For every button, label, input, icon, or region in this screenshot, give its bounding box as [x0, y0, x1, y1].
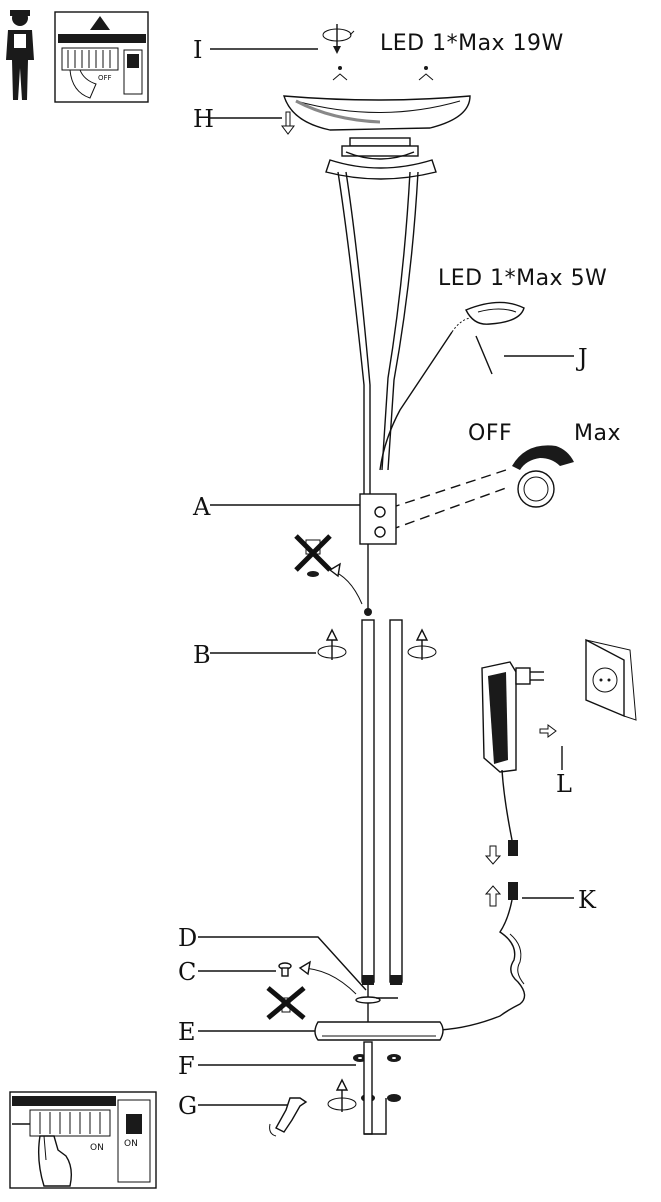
- connector-up-arrow-icon: [484, 885, 502, 907]
- dimmer-knob: [517, 470, 555, 508]
- power-adapter: [481, 661, 544, 773]
- callout-b: B: [193, 641, 211, 669]
- callout-h: H: [193, 105, 214, 133]
- callout-l: L: [556, 770, 572, 798]
- callout-d: D: [178, 924, 197, 952]
- wall-socket: [585, 638, 637, 721]
- mounting-bolt: [363, 1041, 387, 1135]
- rotate-arrow-icon-right: [407, 628, 437, 660]
- reading-arm: [379, 301, 525, 471]
- reading-light-spec: LED 1*Max 5W: [438, 266, 607, 291]
- pole-tube-1: [361, 619, 375, 985]
- callout-k: K: [578, 886, 597, 914]
- tighten-rotate-icon: [327, 1078, 357, 1112]
- pole-tube-2: [389, 619, 403, 985]
- washer-icons: [353, 1054, 401, 1102]
- dimmer-off-label: OFF: [468, 421, 512, 446]
- removal-arrow-icon: [328, 562, 363, 605]
- coiled-cable: [439, 899, 526, 1031]
- breaker-off-text: OFF: [98, 74, 112, 82]
- breaker-off-panel: OFF: [54, 11, 149, 103]
- right-arrow-icon: [539, 724, 557, 738]
- base-stem: [355, 985, 398, 1022]
- upper-frame: [337, 171, 419, 495]
- dimmer-max-label: Max: [574, 421, 621, 446]
- screw-removal-arrow-icon: [298, 960, 357, 995]
- down-arrow-icon: [281, 111, 295, 135]
- screw-rotate-icon: [322, 24, 355, 54]
- adapter-cable: [501, 769, 518, 856]
- small-screw-icon: [278, 962, 292, 977]
- callout-c: C: [178, 958, 196, 986]
- lamp-connector: [508, 882, 518, 900]
- crossed-nut-icon: [294, 534, 332, 577]
- breaker-on-panel: ON ON: [9, 1091, 157, 1189]
- callout-a: A: [192, 493, 211, 521]
- breaker-on-switch-text: ON: [124, 1139, 138, 1149]
- callout-j: J: [575, 344, 588, 372]
- lamp-base: [314, 1021, 444, 1041]
- dimmer-arc-icon: [512, 445, 574, 470]
- rotate-arrow-icon-left: [317, 628, 347, 660]
- breaker-on-text: ON: [90, 1143, 104, 1153]
- callout-f: F: [178, 1052, 195, 1080]
- connector-down-arrow-icon: [484, 845, 502, 865]
- screw-pins: [332, 66, 434, 81]
- spanner-icon: [269, 1097, 308, 1137]
- callout-e: E: [178, 1018, 196, 1046]
- shade-holder: [325, 137, 437, 180]
- main-light-spec: LED 1*Max 19W: [380, 31, 564, 56]
- reading-bulb: [475, 335, 493, 375]
- crossed-screw-icon: [266, 986, 306, 1020]
- lamp-shade: [283, 95, 471, 131]
- switch-box: [359, 493, 397, 545]
- callout-i: I: [193, 36, 202, 64]
- callout-g: G: [178, 1092, 197, 1120]
- electrician-figure-icon: [6, 10, 34, 100]
